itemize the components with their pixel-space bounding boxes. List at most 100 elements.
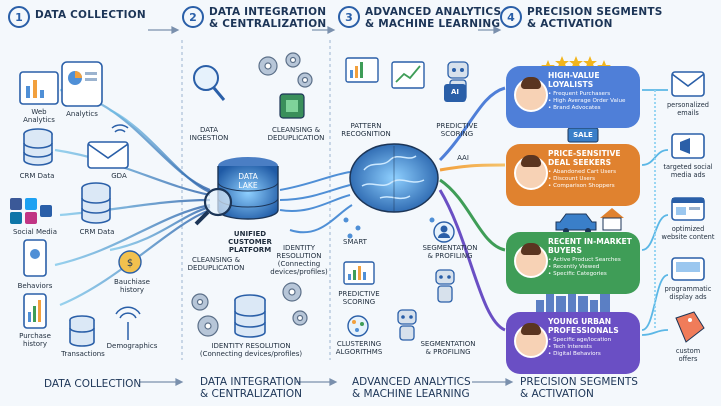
magnifier-icon — [193, 65, 226, 101]
segment-title-line: HIGH-VALUE — [548, 71, 600, 80]
label-line: SEGMENTATION — [420, 340, 476, 348]
segment-criterion: Frequent Purchasers — [548, 91, 634, 98]
segmentation-profile-icon — [433, 221, 455, 243]
step-title-line: ADVANCED ANALYTICS — [365, 6, 502, 18]
step-3-header: 3 ADVANCED ANALYTICS & MACHINE LEARNING — [338, 6, 501, 30]
lake-to-brain-flow — [279, 171, 353, 234]
label-line: CLEANSING & — [191, 256, 241, 264]
chip-icon — [279, 93, 305, 119]
label-identity-resolution: IDENTITY RESOLUTION (Connecting devices/… — [270, 244, 328, 276]
label-line: & PROFILING — [427, 252, 473, 260]
segment-title-line: PRICE-SENSITIVE — [548, 149, 621, 158]
label-line: devices/profiles) — [270, 268, 328, 276]
label-line: IDENTITY — [282, 244, 315, 252]
footer-line: & ACTIVATION — [520, 388, 594, 400]
segment-criterion: Tech Interests — [548, 344, 634, 351]
robot-icon-3 — [435, 269, 455, 303]
label-bauchiase-history: Bauchiase history — [113, 278, 150, 294]
step-title: DATA COLLECTION — [35, 9, 146, 21]
signal-tower-icon — [115, 306, 141, 340]
car-icon — [555, 213, 597, 234]
segment-card-high-value: HIGH-VALUE LOYALISTS Frequent Purchasers… — [506, 66, 640, 128]
label-line: PREDICTIVE — [338, 290, 380, 298]
footer-line: DATA INTEGRATION — [200, 376, 302, 388]
label-purchase-history: Purchase history — [19, 332, 51, 348]
segment-criterion: Comparison Shoppers — [548, 183, 634, 190]
activation-label-website: optimized website content — [656, 225, 720, 241]
clustering-icon — [347, 315, 369, 337]
label-cleansing-2: CLEANSING & DEDUPLICATION — [184, 256, 248, 272]
label-crm-data: CRM Data — [19, 172, 55, 180]
smart-label: SMART — [343, 238, 367, 246]
label-gda: GDA — [111, 172, 127, 180]
history-badge-icon: $ — [118, 250, 142, 274]
segment-criterion: High Average Order Value — [548, 98, 634, 105]
analytics-icon — [61, 61, 103, 107]
activation-label-emails: personalized emails — [656, 101, 720, 117]
segment-criteria: Specific age/location Tech Interests Dig… — [548, 337, 634, 358]
label-segmentation-2: SEGMENTATION & PROFILING — [416, 340, 480, 356]
segment-criterion: Brand Advocates — [548, 105, 634, 112]
segment-title: HIGH-VALUE LOYALISTS — [548, 71, 634, 89]
activation-label-social-ads: targeted social media ads — [656, 163, 720, 179]
label-analytics: Analytics — [66, 110, 98, 118]
label-line: (Connecting — [277, 260, 321, 268]
wifi-icon — [111, 124, 129, 133]
footer-arrows — [140, 378, 514, 386]
label-line: targeted social — [663, 163, 713, 171]
label-pattern-recognition: PATTERN RECOGNITION — [338, 122, 394, 138]
label-clustering: CLUSTERING ALGORITHMS — [334, 340, 384, 356]
avatar — [514, 323, 548, 358]
crm-database-icon — [23, 128, 53, 166]
label-line: website content — [661, 232, 715, 241]
label-line: custom — [675, 347, 701, 355]
sale-tag-icon — [567, 127, 599, 143]
brain-output-flows — [438, 86, 506, 332]
label-identity-resolution-2: IDENTITY RESOLUTION (Connecting devices/… — [196, 342, 306, 358]
label-predictive-scoring: PREDICTIVE SCORING — [430, 122, 484, 138]
segment-criteria: Abandoned Cart Users Discount Users Comp… — [548, 169, 634, 190]
avatar — [514, 77, 548, 112]
data-lake-label: DATA LAKE — [228, 172, 268, 190]
web-analytics-icon — [19, 71, 59, 105]
lake-magnifier-icon — [194, 187, 233, 226]
step-number: 1 — [8, 6, 30, 28]
label-line: optimized — [671, 225, 705, 233]
purchase-phone-icon — [23, 293, 47, 329]
social-media-icons — [10, 198, 52, 224]
identity-database-icon — [234, 294, 266, 338]
label-behaviors: Behaviors — [17, 282, 53, 290]
gears-icon — [258, 52, 313, 88]
aai-label: AAI — [457, 154, 469, 162]
label-line: offers — [678, 354, 698, 363]
header-arrows — [148, 26, 502, 34]
step-number: 3 — [338, 6, 360, 28]
city-skyline-icon — [536, 288, 610, 318]
segment-criteria: Active Product Searches Recently Viewed … — [548, 257, 634, 278]
segment-card-price-sensitive: PRICE-SENSITIVE DEAL SEEKERS Abandoned C… — [506, 144, 640, 206]
step-number: 2 — [182, 6, 204, 28]
label-demographics: Demographics — [106, 342, 158, 350]
activation-label-offers: custom offers — [656, 347, 720, 363]
label-unified-customer-platform: UNIFIED CUSTOMER PLATFORM — [212, 230, 288, 254]
footer-line: ADVANCED ANALYTICS — [352, 376, 471, 388]
segment-criterion: Active Product Searches — [548, 257, 634, 264]
label-line: emails — [677, 108, 699, 117]
segment-title-line: RECENT IN-MARKET — [548, 237, 632, 246]
step-title-line: & ACTIVATION — [527, 18, 613, 30]
avatar — [514, 243, 548, 278]
step-number: 4 — [500, 6, 522, 28]
transactions-database-icon — [69, 315, 95, 347]
footer-line: PRECISION SEGMENTS — [520, 376, 638, 388]
label-social-media: Social Media — [12, 228, 57, 236]
data-lake-icon — [217, 157, 279, 220]
mobile-behavior-icon — [23, 239, 47, 277]
sale-tag-label: SALE — [573, 131, 593, 139]
label-line: DATA — [199, 126, 219, 134]
label-line: programmatic — [664, 285, 712, 293]
footer-step-2: DATA INTEGRATION & CENTRALIZATION — [200, 376, 302, 400]
label-line: personalized — [666, 101, 709, 109]
label-line: PATTERN — [350, 122, 382, 130]
crm-database-icon-2 — [81, 182, 111, 224]
